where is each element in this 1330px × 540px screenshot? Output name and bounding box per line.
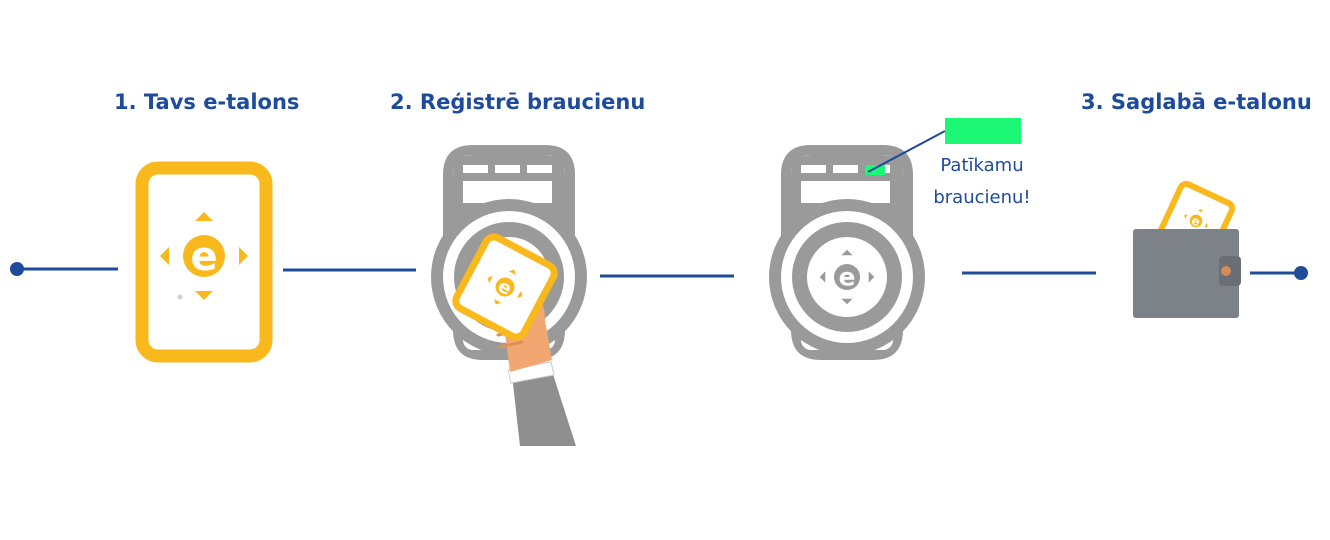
success-led <box>865 165 885 175</box>
e-talons-logo-icon <box>160 212 248 300</box>
validator-success: e <box>769 145 925 360</box>
validator-message-line1: Patīkamu <box>940 155 1024 176</box>
success-callout <box>867 118 1021 173</box>
validator-logo-icon: e <box>819 249 875 305</box>
end-dot <box>1294 266 1308 280</box>
validator-message-line2: braucienu! <box>933 187 1031 208</box>
wallet-icon <box>1133 180 1241 318</box>
step-3-title: 3. Saglabā e-talonu <box>1081 90 1312 114</box>
held-e-talons-card <box>452 233 558 341</box>
step-1-title: 1. Tavs e-talons <box>114 90 300 114</box>
success-display <box>945 118 1021 144</box>
step-2-title: 2. Reģistrē braucienu <box>390 90 646 114</box>
connector-lines <box>10 262 1308 280</box>
validator-message: Patīkamu braucienu! <box>912 150 1052 214</box>
svg-text:e: e <box>839 263 856 292</box>
wallet-button <box>1221 266 1231 276</box>
e-talons-card <box>135 161 273 363</box>
